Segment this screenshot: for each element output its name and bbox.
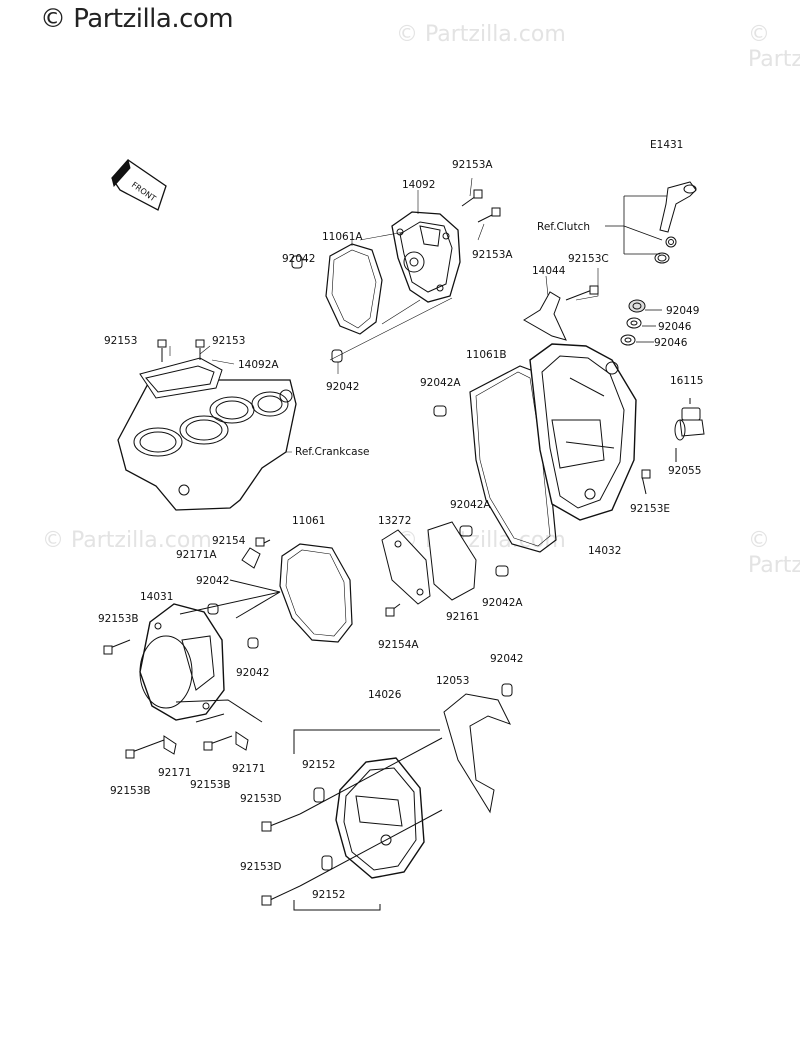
dowel-pin bbox=[433, 405, 509, 577]
part-label[interactable]: 92152 bbox=[312, 889, 346, 901]
cylinder-block bbox=[117, 339, 297, 511]
part-label[interactable]: 13272 bbox=[378, 515, 412, 527]
part-label[interactable]: 92152 bbox=[302, 759, 336, 771]
part-label[interactable]: 11061 bbox=[292, 515, 326, 527]
ref-crankcase-label: Ref.Crankcase bbox=[295, 446, 370, 458]
part-label[interactable]: 92042A bbox=[482, 597, 523, 609]
part-label[interactable]: 92153A bbox=[472, 249, 513, 261]
part-label[interactable]: 92042 bbox=[282, 253, 316, 265]
part-label[interactable]: 92153A bbox=[452, 159, 493, 171]
gasket-11061A bbox=[325, 243, 383, 335]
bolt-92153E bbox=[641, 469, 651, 495]
cover-14092 bbox=[391, 211, 461, 303]
gasket-11061 bbox=[279, 543, 353, 643]
clutch-lever bbox=[654, 181, 697, 264]
clutch-cover-14032 bbox=[529, 343, 637, 521]
part-label[interactable]: 92153 bbox=[212, 335, 246, 347]
part-label[interactable]: 14092 bbox=[402, 179, 436, 191]
washer-stack bbox=[620, 299, 662, 346]
part-label[interactable]: 92154A bbox=[378, 639, 419, 651]
part-label[interactable]: 92046 bbox=[658, 321, 692, 333]
part-label[interactable]: 92049 bbox=[666, 305, 700, 317]
part-label[interactable]: 92171 bbox=[232, 763, 266, 775]
part-label[interactable]: 92153B bbox=[190, 779, 231, 791]
ref-clutch-label: Ref.Clutch bbox=[537, 221, 591, 233]
faint-watermark: © Partzilla.com bbox=[42, 528, 212, 553]
part-label[interactable]: 12053 bbox=[436, 675, 470, 687]
part-label[interactable]: 14044 bbox=[532, 265, 566, 277]
dowel-pin bbox=[291, 255, 343, 363]
part-label[interactable]: 92171A bbox=[176, 549, 217, 561]
part-label[interactable]: 92055 bbox=[668, 465, 702, 477]
faint-watermark: © Partzilla.com bbox=[748, 528, 800, 578]
part-label[interactable]: 92153D bbox=[240, 793, 282, 805]
gasket-11061B bbox=[469, 365, 557, 553]
part-label[interactable]: 92161 bbox=[446, 611, 480, 623]
plate-13272 bbox=[381, 521, 477, 617]
guide-12053 bbox=[443, 683, 513, 814]
part-label[interactable]: 92042 bbox=[236, 667, 270, 679]
part-label[interactable]: 14031 bbox=[140, 591, 174, 603]
bolt-92153A bbox=[461, 189, 501, 223]
part-label[interactable]: 16115 bbox=[670, 375, 704, 387]
part-label[interactable]: 92153B bbox=[110, 785, 151, 797]
faint-watermark: © Partzilla.com bbox=[396, 528, 566, 553]
sprocket-cover-14026 bbox=[261, 729, 443, 911]
part-label[interactable]: 92042 bbox=[326, 381, 360, 393]
lower-bolts bbox=[125, 699, 263, 759]
ref-clutch-bracket bbox=[605, 195, 668, 255]
part-label[interactable]: 11061A bbox=[322, 231, 363, 243]
faint-watermark: © Partzilla.com bbox=[748, 22, 800, 72]
part-label[interactable]: 92153 bbox=[104, 335, 138, 347]
part-label[interactable]: 92042 bbox=[196, 575, 230, 587]
part-label[interactable]: 92153B bbox=[98, 613, 139, 625]
part-label[interactable]: 92042A bbox=[420, 377, 461, 389]
leader-lines bbox=[169, 177, 599, 453]
part-label[interactable]: 92153D bbox=[240, 861, 282, 873]
part-label[interactable]: 14026 bbox=[368, 689, 402, 701]
generator-cover-14031 bbox=[103, 537, 281, 721]
part-label[interactable]: 92171 bbox=[158, 767, 192, 779]
bracket-14044 bbox=[523, 285, 599, 341]
part-label[interactable]: 92046 bbox=[654, 337, 688, 349]
part-label[interactable]: 92153C bbox=[568, 253, 609, 265]
part-label[interactable]: 92042 bbox=[490, 653, 524, 665]
faint-watermark: © Partzilla.com bbox=[396, 22, 566, 47]
part-label[interactable]: 11061B bbox=[466, 349, 507, 361]
part-label[interactable]: 14032 bbox=[588, 545, 622, 557]
part-label[interactable]: 92154 bbox=[212, 535, 246, 547]
part-label[interactable]: 92042A bbox=[450, 499, 491, 511]
partzilla-watermark: © Partzilla.com bbox=[40, 4, 234, 34]
part-label[interactable]: 14092A bbox=[238, 359, 279, 371]
part-label[interactable]: 92153E bbox=[630, 503, 671, 515]
front-arrow-icon: FRONT bbox=[111, 158, 167, 211]
diagram-code: E1431 bbox=[650, 139, 684, 151]
oil-filler-plug bbox=[674, 398, 705, 462]
